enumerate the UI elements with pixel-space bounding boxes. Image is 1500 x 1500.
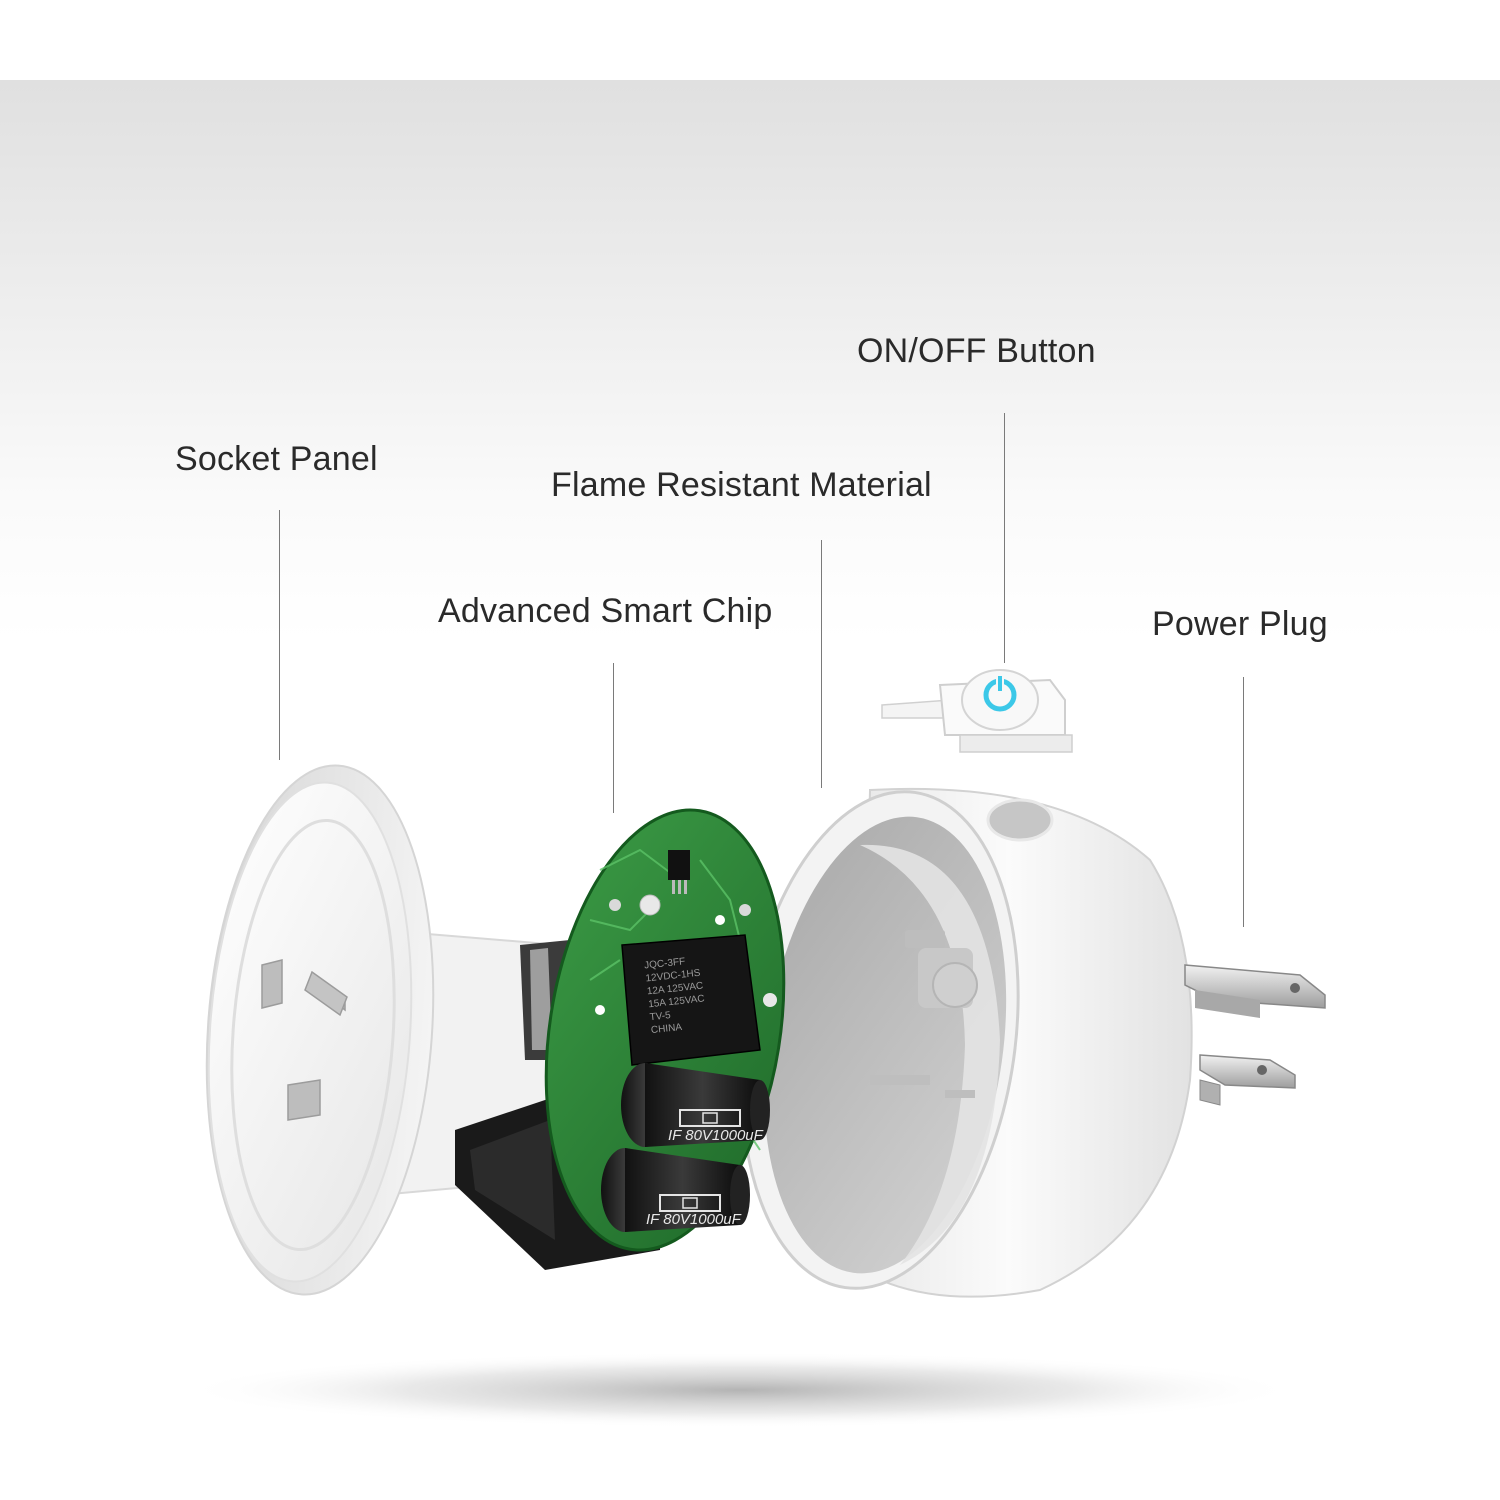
callout-advanced-smart-chip: Advanced Smart Chip [438,592,773,630]
relay-text: TV-5 [649,1010,672,1023]
relay-text: CHINA [650,1022,682,1036]
leader-line-flame-resistant [821,540,822,788]
capacitor-label: IF 80V1000uF [646,1211,742,1228]
floor-shadow [180,1352,1300,1428]
callout-flame-resistant-material: Flame Resistant Material [551,466,932,504]
housing-shell [740,787,1193,1298]
leader-line-power-plug [1243,677,1244,927]
power-plug-prongs [1184,964,1326,1106]
capacitor-upper: IF 80V1000uF [621,1063,770,1147]
callout-on-off-button: ON/OFF Button [857,332,1096,370]
callout-socket-panel: Socket Panel [175,440,378,478]
leader-line-smart-chip [613,663,614,813]
capacitor-label: IF 80V1000uF [668,1127,764,1144]
leader-line-socket-panel [279,510,280,760]
on-off-button-part [881,669,1073,753]
capacitor-lower: IF 80V1000uF [601,1148,750,1232]
leader-line-on-off-button [1004,413,1005,663]
relay-text: JQC-3FF [644,956,686,971]
callout-power-plug: Power Plug [1152,605,1328,643]
